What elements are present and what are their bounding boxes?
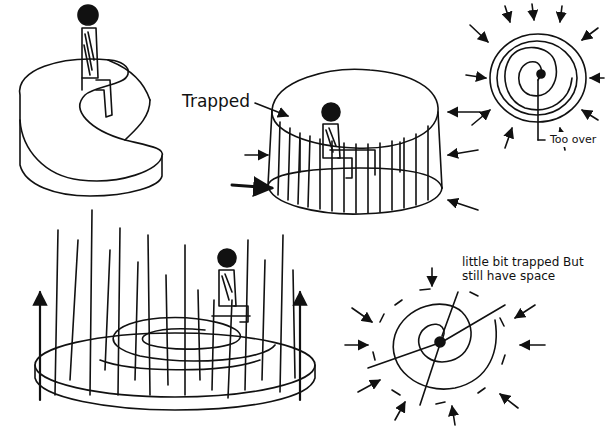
seated-figure — [78, 5, 112, 117]
loose-spiral — [368, 289, 505, 405]
annotation-label: little bit trapped But still have space — [460, 254, 594, 285]
annotation-label: Trapped — [180, 90, 252, 112]
pressure-arrows — [466, 4, 604, 150]
tight-spiral — [490, 34, 586, 140]
annotation-label: Too over — [548, 132, 598, 147]
curved-bench — [20, 59, 163, 196]
caged-figure — [322, 103, 352, 178]
up-arrows — [40, 292, 300, 400]
tall-strokes — [55, 210, 295, 398]
cage-cylinder — [268, 69, 442, 214]
pressure-arrows — [232, 103, 480, 210]
pressure-arrows — [345, 268, 545, 425]
standing-figure — [212, 249, 250, 322]
spiral-base — [35, 318, 315, 410]
